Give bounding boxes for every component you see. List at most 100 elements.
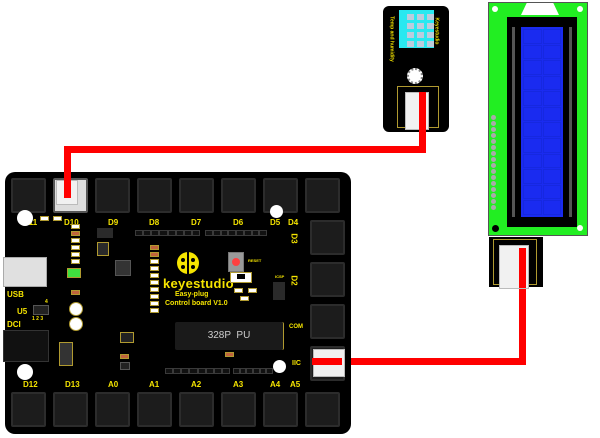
sensor-name-label: Temp and humidity xyxy=(388,16,395,62)
sensor-brand-label: Keyestudio xyxy=(433,17,440,45)
label-d12: D12 xyxy=(23,380,38,389)
usb-chip xyxy=(115,260,131,276)
lcd-mount-hole-top-right xyxy=(577,6,583,12)
smd-r14 xyxy=(248,288,257,293)
port-d4[interactable] xyxy=(305,178,340,213)
label-icsp: ICSP xyxy=(275,274,285,279)
lcd-module xyxy=(488,2,588,236)
label-a4: A4 xyxy=(270,380,281,389)
label-usb: USB xyxy=(7,290,24,299)
smd-l xyxy=(150,301,159,306)
capacitor-c7 xyxy=(69,302,83,316)
regulator-u3 xyxy=(120,332,134,343)
transistor-u4 xyxy=(120,362,130,370)
smd-d6 xyxy=(71,231,80,236)
smd-r13 xyxy=(150,294,159,299)
label-d7: D7 xyxy=(191,218,202,227)
label-a3: A3 xyxy=(233,380,244,389)
label-d5: D5 xyxy=(270,218,281,227)
header-j1 xyxy=(97,228,113,238)
label-d9: D9 xyxy=(108,218,119,227)
smd-r15 xyxy=(150,259,159,264)
lcd-screen xyxy=(521,27,563,217)
wire-d10-plug xyxy=(64,172,71,198)
port-d3[interactable] xyxy=(310,220,345,255)
label-u5: U5 xyxy=(17,307,28,316)
port-a5[interactable] xyxy=(305,392,340,427)
smd-rx1 xyxy=(71,238,80,243)
dc-jack[interactable] xyxy=(3,330,49,362)
label-u5-pins: 1 2 3 xyxy=(32,316,44,322)
label-pin4: 4 xyxy=(45,299,48,305)
port-a0[interactable] xyxy=(95,392,130,427)
smd-d14 xyxy=(71,224,80,229)
port-d13[interactable] xyxy=(53,392,88,427)
port-d11[interactable] xyxy=(11,178,46,213)
wire-sensor-plug xyxy=(419,92,426,132)
smd-d11 xyxy=(225,352,234,357)
port-d9[interactable] xyxy=(95,178,130,213)
wire-iic-to-lcd-horizontal xyxy=(312,358,526,365)
label-dc: DCI xyxy=(7,320,21,329)
port-d2[interactable] xyxy=(310,262,345,297)
board-brand: keyestudio xyxy=(163,276,234,291)
icsp-header xyxy=(273,282,285,300)
port-a1[interactable] xyxy=(137,392,172,427)
keyestudio-main-board: D11 D10 D9 D8 D7 D6 D5 D4 D3 D2 COM IIC … xyxy=(3,172,351,434)
port-d12[interactable] xyxy=(11,392,46,427)
power-led-f1 xyxy=(67,268,81,278)
mount-hole-right-bottom xyxy=(273,360,286,373)
sensor-element xyxy=(399,10,434,48)
label-d3: D3 xyxy=(289,233,299,244)
atmega-chip: 328P PU xyxy=(175,322,284,350)
port-com[interactable] xyxy=(310,304,345,339)
reset-button-cap[interactable] xyxy=(232,258,240,266)
label-d6: D6 xyxy=(233,218,244,227)
smd-r12 xyxy=(240,296,249,301)
smd-r4 xyxy=(71,245,80,250)
smd-y2 xyxy=(234,288,243,293)
header-j4 xyxy=(135,230,200,236)
port-a2[interactable] xyxy=(179,392,214,427)
label-d10: D10 xyxy=(64,218,79,227)
smd-tx xyxy=(150,266,159,271)
header-j8 xyxy=(233,368,273,374)
label-reset: RESET xyxy=(248,258,262,263)
port-d6[interactable] xyxy=(221,178,256,213)
smd-c8 xyxy=(71,290,80,295)
label-d8: D8 xyxy=(149,218,160,227)
lcd-bezel xyxy=(507,17,577,227)
label-d13: D13 xyxy=(65,380,80,389)
header-j2 xyxy=(97,242,109,256)
u5-regulator xyxy=(33,305,49,315)
reset-button[interactable] xyxy=(228,252,244,272)
smd-l1b xyxy=(53,216,62,221)
header-j4b xyxy=(205,230,267,236)
label-com: COM xyxy=(289,324,303,330)
mount-hole-left-top xyxy=(17,210,33,226)
port-a4[interactable] xyxy=(263,392,298,427)
label-d4: D4 xyxy=(288,218,299,227)
port-a3[interactable] xyxy=(221,392,256,427)
label-a5: A5 xyxy=(290,380,301,389)
mount-hole-right-top xyxy=(270,205,283,218)
label-a0: A0 xyxy=(108,380,119,389)
port-d8[interactable] xyxy=(137,178,172,213)
temp-humidity-sensor-module: Temp and humidity Keyestudio xyxy=(383,6,449,132)
label-iic: IIC xyxy=(292,360,301,367)
usb-port[interactable] xyxy=(3,257,47,287)
smd-rx xyxy=(150,273,159,278)
lcd-mount-hole-bottom-left xyxy=(492,225,499,232)
smd-r11 xyxy=(150,287,159,292)
port-d7[interactable] xyxy=(179,178,214,213)
smd-r6 xyxy=(150,308,159,313)
lcd-mount-hole-bottom-right xyxy=(577,225,583,231)
label-d2: D2 xyxy=(289,275,299,286)
smd-c14 xyxy=(150,252,159,257)
smd-c10 xyxy=(150,245,159,250)
lcd-mount-hole-top-left xyxy=(492,6,498,12)
chip-label: 328P PU xyxy=(207,330,251,341)
smd-l1 xyxy=(40,216,49,221)
smd-r9 xyxy=(150,280,159,285)
wire-iic-to-lcd-vertical xyxy=(519,250,526,365)
